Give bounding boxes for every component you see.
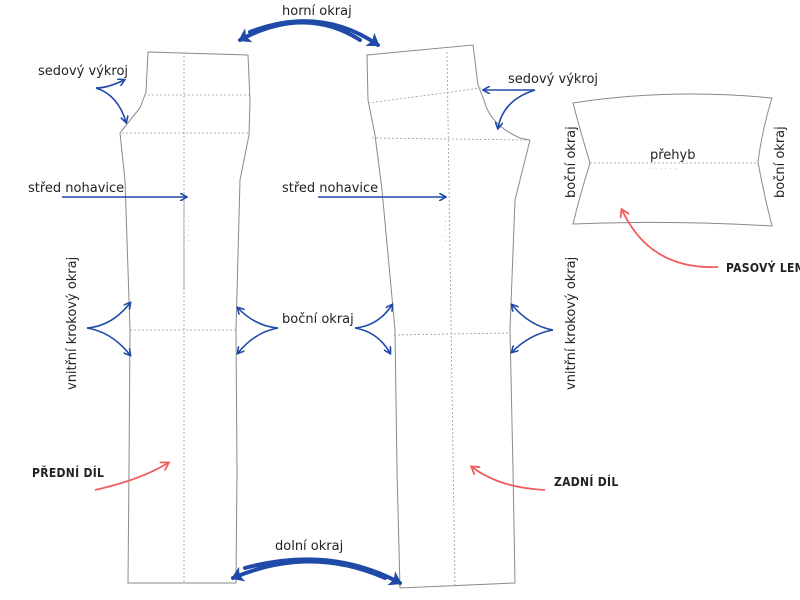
dolni-okraj-label: dolní okraj [275, 539, 343, 554]
bocni-okraj-left-arrow-down [238, 327, 279, 353]
sedovy-vykroj-right-arrow-1 [498, 89, 536, 128]
bocni-okraj-lem-left-label: boční okraj [564, 126, 579, 198]
bocni-okraj-right-arrow-down [354, 327, 390, 353]
stred-nohavice-right-label: střed nohavice [282, 181, 378, 196]
vnitrni-right-arrow-up [512, 305, 554, 331]
horni-okraj-label: horní okraj [282, 4, 352, 19]
horni-okraj-arrow-right [248, 19, 380, 47]
predni-dil-arrow [94, 463, 168, 491]
pasovy-lem-arrow [622, 210, 719, 268]
sedovy-vykroj-left-arrow-1 [95, 87, 126, 122]
prehyb-label: přehyb [650, 148, 696, 163]
waistband-piece: · · · · · · [572, 93, 773, 227]
bocni-okraj-lem-right-label: boční okraj [773, 126, 788, 198]
waistband-tiny: · · · · · · [650, 166, 677, 171]
zadni-dil-label: ZADNÍ DÍL [554, 474, 619, 489]
vnitrni-right-arrow-down [512, 329, 554, 352]
front-piece: · · · · · · [119, 51, 251, 584]
predni-dil-label: PŘEDNÍ DÍL [32, 465, 104, 480]
front-piece-label-tiny: · · · · · · [186, 215, 191, 242]
vnitrni-left-label: vnitřní krokový okraj [65, 257, 80, 390]
vnitrni-left-arrow-up [86, 303, 130, 329]
back-crotch-line [371, 137, 529, 141]
stred-nohavice-left-label: střed nohavice [28, 181, 124, 196]
bocni-okraj-center-label: boční okraj [282, 312, 354, 327]
blue-arrows [62, 19, 554, 586]
bocni-okraj-left-arrow-up [238, 308, 279, 329]
back-piece-outline [366, 44, 531, 589]
front-piece-outline [119, 51, 251, 584]
back-piece-label-tiny: · · · · · · [443, 215, 448, 242]
back-piece: · · · · · · [366, 44, 531, 589]
red-arrows [94, 210, 719, 491]
dolni-okraj-arrow-left [231, 559, 387, 582]
dolni-okraj-arrow-right [243, 557, 402, 586]
sedovy-vykroj-right-label: sedový výkroj [508, 72, 598, 87]
vnitrni-left-arrow-down [86, 327, 130, 355]
back-hip-line [367, 87, 482, 104]
bocni-okraj-right-arrow-up [354, 305, 392, 329]
zadni-dil-arrow [472, 467, 546, 491]
pasovy-lem-label: PASOVÝ LEM [726, 260, 800, 275]
sedovy-vykroj-left-label: sedový výkroj [38, 64, 128, 79]
back-grainline [446, 51, 456, 589]
back-knee-line [393, 332, 511, 336]
vnitrni-right-label: vnitřní krokový okraj [564, 257, 579, 390]
waistband-outline [572, 93, 773, 227]
sedovy-vykroj-left-arrow-2 [95, 80, 124, 89]
